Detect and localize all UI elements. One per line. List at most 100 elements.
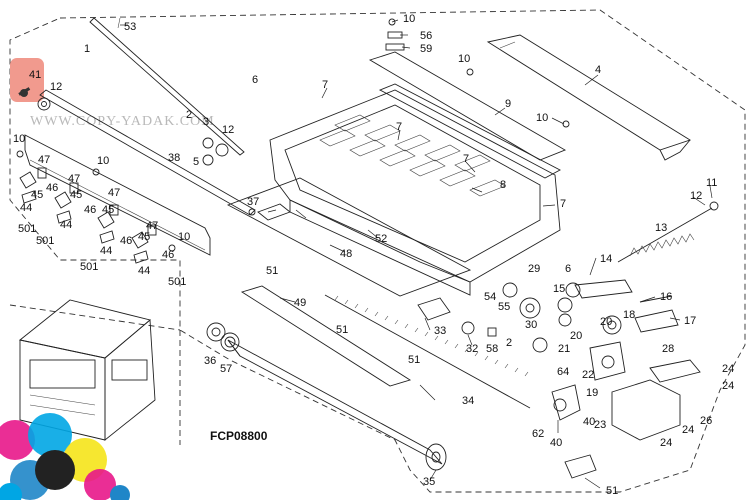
- bracket-17: [634, 295, 679, 333]
- callout-44: 44: [60, 219, 72, 231]
- callout-18: 18: [623, 309, 635, 321]
- top-bracket-56-59: [385, 18, 405, 51]
- boundary-divider: [9, 304, 181, 331]
- callout-501: 501: [18, 223, 36, 235]
- plate-48: [226, 177, 472, 297]
- callout-22: 22: [582, 369, 594, 381]
- callout-21: 21: [558, 343, 570, 355]
- callout-8: 8: [500, 179, 506, 191]
- callout-44: 44: [100, 245, 112, 257]
- callout-3: 3: [203, 116, 209, 128]
- leader-lines: [120, 19, 713, 489]
- callout-2: 2: [506, 337, 512, 349]
- callout-35: 35: [423, 476, 435, 488]
- callout-16: 16: [660, 291, 672, 303]
- holder-14: [565, 279, 633, 299]
- callout-12: 12: [50, 81, 62, 93]
- callout-45: 45: [70, 189, 82, 201]
- callout-36: 36: [204, 355, 216, 367]
- callout-6: 6: [252, 74, 258, 86]
- callout-28: 28: [662, 343, 674, 355]
- callout-48: 48: [340, 248, 352, 260]
- callout-1-53: 53: [124, 21, 136, 33]
- callout-10: 10: [458, 53, 470, 65]
- callout-58: 58: [486, 343, 498, 355]
- callout-51: 51: [336, 324, 348, 336]
- callout-44: 44: [20, 202, 32, 214]
- callout-47: 47: [38, 154, 50, 166]
- callout-7: 7: [463, 153, 469, 165]
- callout-15: 15: [553, 283, 565, 295]
- callout-14: 14: [600, 253, 612, 265]
- callout-40: 40: [550, 437, 562, 449]
- callout-47: 47: [146, 220, 158, 232]
- callout-10: 10: [97, 155, 109, 167]
- callout-46: 46: [120, 235, 132, 247]
- gear-cluster: [502, 282, 622, 353]
- callout-20: 20: [570, 330, 582, 342]
- cover-26: [611, 359, 701, 441]
- callout-56: 56: [420, 30, 432, 42]
- callout-501: 501: [36, 235, 54, 247]
- callout-1: 1: [84, 43, 90, 55]
- cover-plate-4: [486, 34, 692, 161]
- callout-41: 41: [29, 69, 41, 81]
- callout-13: 13: [655, 222, 667, 234]
- callout-29: 29: [528, 263, 540, 275]
- bracket-22: [589, 341, 626, 381]
- callout-10: 10: [403, 13, 415, 25]
- callout-501: 501: [168, 276, 186, 288]
- bracket-37: [257, 203, 291, 221]
- callout-45: 45: [138, 231, 150, 243]
- callout-33: 33: [434, 325, 446, 337]
- callout-7: 7: [396, 121, 402, 133]
- callout-12: 12: [222, 124, 234, 136]
- callout-45: 45: [31, 189, 43, 201]
- callout-46: 46: [46, 182, 58, 194]
- callout-7: 7: [322, 79, 328, 91]
- callout-11: 11: [706, 177, 717, 189]
- main-frame: [269, 89, 561, 296]
- callout-26: 26: [700, 415, 712, 427]
- callout-54: 54: [484, 291, 496, 303]
- callout-47: 47: [68, 173, 80, 185]
- callout-45: 45: [102, 204, 114, 216]
- callout-46: 46: [162, 249, 174, 261]
- screw-icon: [18, 87, 31, 97]
- callout-55: 55: [498, 301, 510, 313]
- callout-51: 51: [606, 485, 618, 497]
- callout-57: 57: [220, 363, 232, 375]
- callout-37: 37: [247, 196, 259, 208]
- callout-23: 23: [594, 419, 606, 431]
- printer-illustration: [18, 299, 156, 441]
- callout-30: 30: [525, 319, 537, 331]
- callout-46: 46: [84, 204, 96, 216]
- callout-52: 52: [375, 233, 387, 245]
- top-plate-9: [368, 51, 567, 179]
- callout-47: 47: [108, 187, 120, 199]
- callout-24: 24: [722, 380, 734, 392]
- watermark-text: WWW.COPY-YADAK.COM: [30, 114, 215, 129]
- rail-1: [89, 17, 245, 156]
- callout-2: 2: [186, 109, 192, 121]
- callout-40: 40: [583, 416, 595, 428]
- callout-44: 44: [138, 265, 150, 277]
- callout-9: 9: [505, 98, 511, 110]
- callout-5: 5: [193, 156, 199, 168]
- link-33: [417, 297, 497, 337]
- spring-shaft-13: [617, 201, 719, 263]
- sensor-bracket-plate: [24, 134, 211, 256]
- callout-24: 24: [660, 437, 672, 449]
- callout-24: 24: [722, 363, 734, 375]
- callout-10: 10: [536, 112, 548, 124]
- callout-32: 32: [466, 343, 478, 355]
- callout-501: 501: [80, 261, 98, 273]
- highlight-badge: [10, 58, 44, 102]
- gear-assembly-small: [37, 97, 229, 166]
- callout-7: 7: [560, 198, 566, 210]
- callout-59: 59: [420, 43, 432, 55]
- callout-34: 34: [462, 395, 474, 407]
- screw-icon: [16, 68, 570, 252]
- callout-24: 24: [682, 424, 694, 436]
